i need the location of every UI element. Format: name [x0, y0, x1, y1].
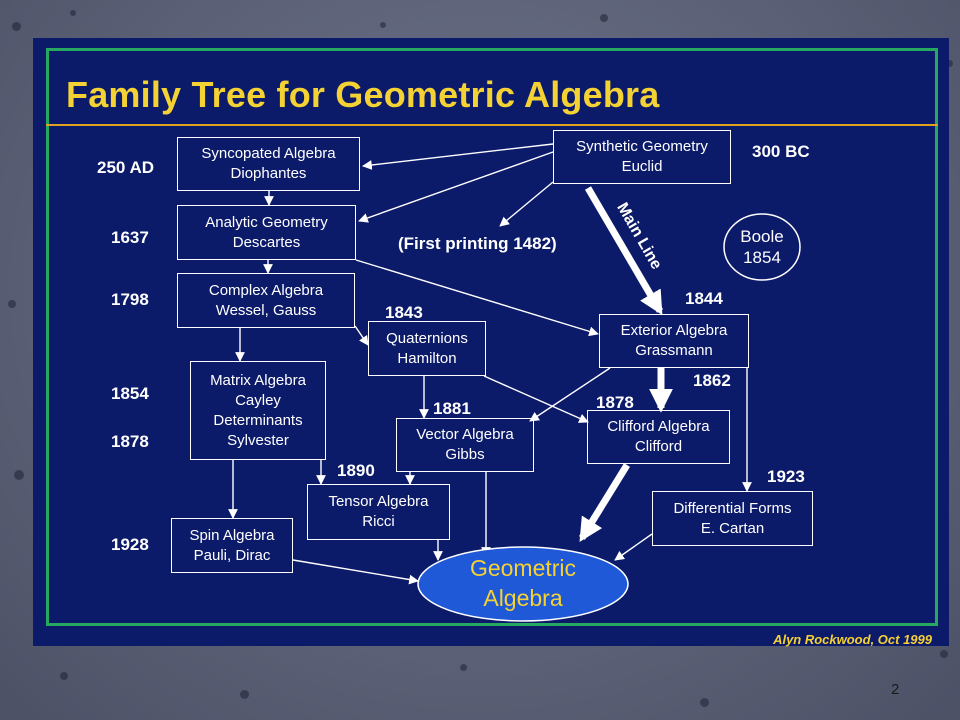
boole-name: Boole	[740, 227, 784, 246]
year-label: 1923	[767, 467, 805, 486]
arrow-spin-to-geometric	[292, 559, 419, 585]
box-complex-algebra: Complex Algebra Wessel, Gauss	[177, 273, 355, 328]
box-spin-algebra: Spin Algebra Pauli, Dirac	[171, 518, 293, 573]
box-author: Ricci	[362, 513, 395, 530]
first-printing-note: (First printing 1482)	[398, 234, 557, 253]
background-dot	[380, 22, 386, 28]
geometric-algebra-label: Geometric Algebra	[440, 553, 606, 613]
arrow-synthetic-to-syncopated	[362, 143, 554, 170]
background-dot	[70, 10, 76, 16]
box-tensor-algebra: Tensor Algebra Ricci	[307, 484, 450, 540]
year-label: 300 BC	[752, 142, 810, 161]
boole-label: Boole 1854	[724, 226, 800, 268]
year-label: 1862	[693, 371, 731, 390]
arrow-synthetic-to-first-printing	[499, 181, 554, 227]
box-author: Clifford	[634, 438, 683, 455]
box-vector-algebra: Vector Algebra Gibbs	[396, 418, 534, 472]
box-title: Matrix Algebra	[210, 371, 306, 389]
background-dot	[240, 690, 249, 699]
arrow-analytic-to-exterior	[355, 259, 599, 337]
box-author: Hamilton	[397, 349, 457, 367]
year-label: 1798	[111, 290, 149, 309]
boole-circle	[723, 213, 801, 281]
box-title: Vector Algebra	[416, 426, 514, 443]
main-line-arrow-synthetic-to-exterior	[584, 186, 664, 316]
slide-frame	[46, 48, 938, 626]
box-title: Determinants	[213, 411, 303, 429]
box-author: Descartes	[232, 233, 301, 251]
year-label: 1843	[385, 303, 423, 322]
box-clifford-algebra: Clifford Algebra Clifford	[587, 410, 730, 464]
box-author: Euclid	[621, 158, 663, 175]
arrow-differential-to-geometric	[614, 533, 653, 561]
box-title: Analytic Geometry	[205, 213, 328, 231]
background-dot	[8, 300, 16, 308]
year-label: 1890	[337, 461, 375, 480]
year-label: 1878	[111, 432, 149, 451]
box-title: Complex Algebra	[208, 281, 324, 299]
box-title: Quaternions	[386, 329, 468, 347]
box-author: Grassmann	[635, 342, 713, 359]
box-author: Cayley	[235, 391, 281, 409]
box-exterior-algebra: Exterior Algebra Grassmann	[599, 314, 749, 368]
arrow-synthetic-to-analytic	[358, 151, 554, 223]
box-title: Syncopated Algebra	[201, 145, 336, 162]
slide: Family Tree for Geometric Algebra	[33, 38, 949, 646]
box-title: Differential Forms	[673, 499, 792, 517]
box-title: Tensor Algebra	[328, 493, 429, 510]
box-matrix-algebra: Matrix Algebra Cayley Determinants Sylve…	[190, 361, 326, 460]
author-credit: Alyn Rockwood, Oct 1999	[773, 632, 932, 647]
background-dot	[60, 672, 68, 680]
box-title: Synthetic Geometry	[576, 138, 708, 155]
arrow-exterior-to-vector	[529, 367, 611, 422]
ga-line-1: Geometric	[469, 555, 577, 581]
box-analytic-geometry: Analytic Geometry Descartes	[177, 205, 356, 260]
box-author: Diophantes	[230, 165, 307, 182]
geometric-algebra-ellipse	[417, 546, 629, 622]
background-dot	[940, 650, 948, 658]
main-line-arrow-clifford-to-geometric	[579, 463, 630, 543]
title-rule	[46, 124, 938, 126]
box-title: Clifford Algebra	[607, 418, 710, 435]
background-dot	[600, 14, 608, 22]
background-dot	[946, 60, 953, 67]
year-label: 1637	[111, 228, 149, 247]
box-author: Pauli, Dirac	[193, 546, 271, 564]
page-title: Family Tree for Geometric Algebra	[66, 74, 660, 115]
box-author: Wessel, Gauss	[215, 301, 317, 319]
arrow-quaternions-to-clifford	[483, 375, 589, 423]
year-label: 1878	[596, 393, 634, 412]
boole-year: 1854	[743, 248, 781, 267]
ga-line-2: Algebra	[483, 585, 563, 611]
box-quaternions: Quaternions Hamilton	[368, 321, 486, 376]
year-label: 1844	[685, 289, 723, 308]
year-label: 1928	[111, 535, 149, 554]
year-label: 1854	[111, 384, 149, 403]
arrow-complex-to-quaternions	[354, 325, 369, 346]
year-label: 250 AD	[97, 158, 155, 177]
background-dot	[700, 698, 709, 707]
box-title: Spin Algebra	[189, 526, 275, 544]
year-label: 1881	[433, 399, 471, 418]
box-author: Sylvester	[227, 431, 289, 449]
background-dot	[460, 664, 467, 671]
page-number: 2	[891, 681, 900, 698]
background-dot	[12, 22, 21, 31]
box-synthetic-geometry: Synthetic Geometry Euclid	[553, 130, 731, 184]
background-dot	[14, 470, 24, 480]
box-title: Exterior Algebra	[620, 322, 728, 339]
box-syncopated-algebra: Syncopated Algebra Diophantes	[177, 137, 360, 191]
box-differential-forms: Differential Forms E. Cartan	[652, 491, 813, 546]
box-author: E. Cartan	[700, 519, 765, 537]
box-author: Gibbs	[445, 446, 485, 463]
